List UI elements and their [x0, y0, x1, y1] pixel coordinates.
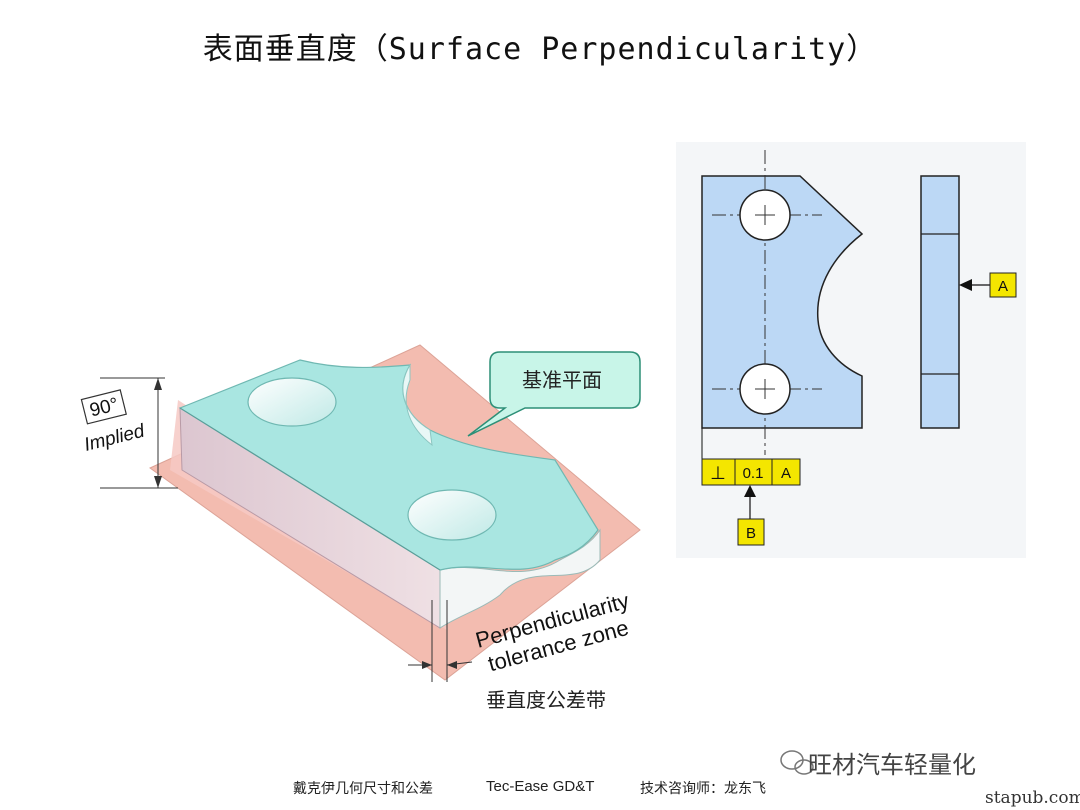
part-front-face [439, 528, 601, 629]
hole-lower [407, 489, 497, 541]
zone-label-cn: 垂直度公差带 [486, 688, 606, 712]
watermark-brand: 旺材汽车轻量化 [808, 751, 976, 779]
fcf-tolerance: 0.1 [743, 465, 764, 482]
wechat-icon [780, 750, 814, 775]
datum-plane-callout: 基准平面 [467, 351, 641, 437]
fcf-datum: A [781, 465, 791, 482]
implied-label: Implied [82, 420, 148, 456]
side-view [920, 175, 960, 429]
front-view [701, 175, 864, 429]
datum-b-box [737, 518, 765, 546]
perpendicularity-symbol: ⊥ [710, 463, 726, 483]
footer-left: 戴克伊几何尺寸和公差 [293, 781, 433, 797]
footer-right: 技术咨询师：龙东飞 [640, 781, 766, 797]
orthographic-drawing: A ⊥ 0.1 A B [676, 142, 1026, 558]
datum-b-label: B [746, 525, 756, 542]
datum-a-box [989, 272, 1017, 298]
page-title: 表面垂直度（Surface Perpendicularity） [202, 32, 878, 67]
hole-upper [247, 377, 337, 427]
arc-cutout-wall [402, 363, 433, 447]
isometric-part [149, 344, 641, 681]
watermark-site: stapub.com [985, 788, 1080, 808]
datum-a-label: A [998, 278, 1008, 295]
footer-center: Tec-Ease GD&T [486, 778, 595, 795]
callout-text: 基准平面 [522, 368, 602, 392]
feature-control-frame: ⊥ 0.1 A [701, 458, 801, 486]
